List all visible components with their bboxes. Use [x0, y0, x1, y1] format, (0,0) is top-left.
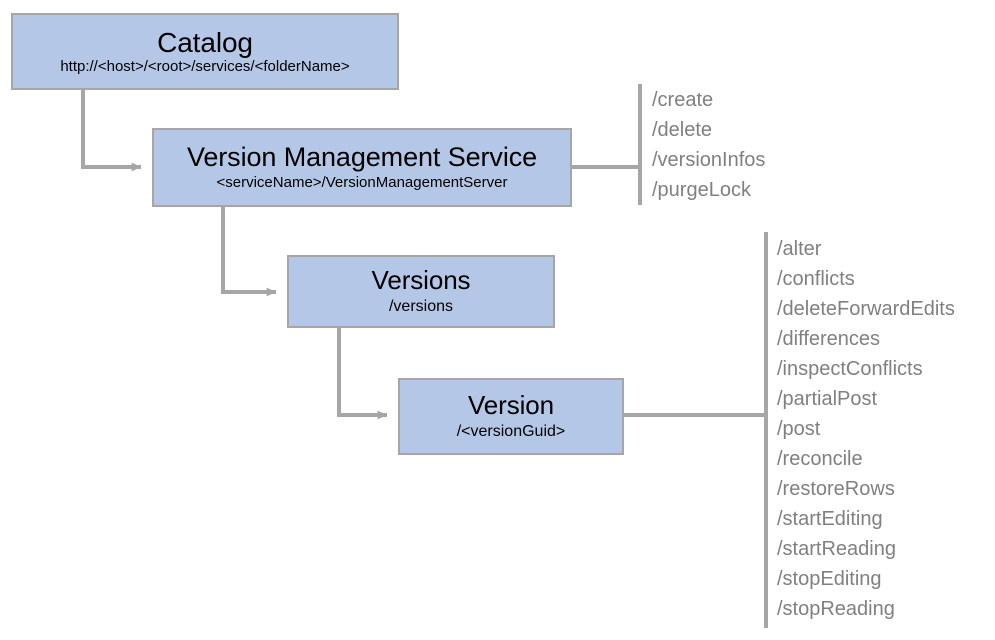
node-catalog-title: Catalog — [157, 26, 253, 58]
endpoint-item[interactable]: /delete — [652, 119, 713, 141]
endpoint-item[interactable]: /reconcile — [777, 448, 863, 470]
connector-version-to-operations — [624, 232, 768, 628]
endpoint-item[interactable]: /inspectConflicts — [777, 358, 923, 380]
connector-vms-to-operations — [572, 84, 642, 205]
endpoint-item[interactable]: /stopReading — [777, 598, 895, 620]
node-versions-path: /versions — [388, 298, 454, 316]
node-version-management-service-path: <serviceName>/VersionManagementServer — [216, 174, 508, 192]
node-versions[interactable]: Versions /versions — [287, 255, 555, 328]
endpoint-item[interactable]: /deleteForwardEdits — [777, 298, 955, 320]
node-versions-title: Versions — [371, 265, 471, 296]
connector-vms-to-versions — [221, 207, 277, 297]
node-version-management-service-title: Version Management Service — [186, 142, 538, 173]
node-version-management-service[interactable]: Version Management Service <serviceName>… — [152, 128, 572, 207]
endpoint-item[interactable]: /startReading — [777, 538, 896, 560]
endpoint-list-vms-operations: /create/delete/versionInfos/purgeLock — [652, 85, 765, 205]
endpoint-item[interactable]: /differences — [777, 328, 881, 350]
endpoint-item[interactable]: /partialPost — [777, 388, 878, 410]
endpoint-item[interactable]: /versionInfos — [652, 149, 766, 171]
endpoint-item[interactable]: /purgeLock — [652, 179, 751, 201]
node-catalog-path: http://<host>/<root>/services/<folderNam… — [60, 57, 350, 75]
endpoint-item[interactable]: /conflicts — [777, 268, 855, 290]
endpoint-list-version-operations: /alter/conflicts/deleteForwardEdits/diff… — [777, 234, 955, 624]
endpoint-item[interactable]: /restoreRows — [777, 478, 895, 500]
endpoint-item[interactable]: /stopEditing — [777, 568, 882, 590]
endpoint-item[interactable]: /alter — [777, 238, 822, 260]
endpoint-item[interactable]: /startEditing — [777, 508, 883, 530]
connector-versions-to-version — [337, 328, 388, 420]
node-version-path: /<versionGuid> — [456, 423, 566, 441]
node-version-title: Version — [467, 390, 555, 421]
node-catalog[interactable]: Catalog http://<host>/<root>/services/<f… — [11, 13, 399, 90]
endpoint-item[interactable]: /create — [652, 89, 714, 111]
node-version[interactable]: Version /<versionGuid> — [398, 378, 624, 455]
connector-catalog-to-vms — [81, 90, 142, 172]
endpoint-item[interactable]: /post — [777, 418, 821, 440]
